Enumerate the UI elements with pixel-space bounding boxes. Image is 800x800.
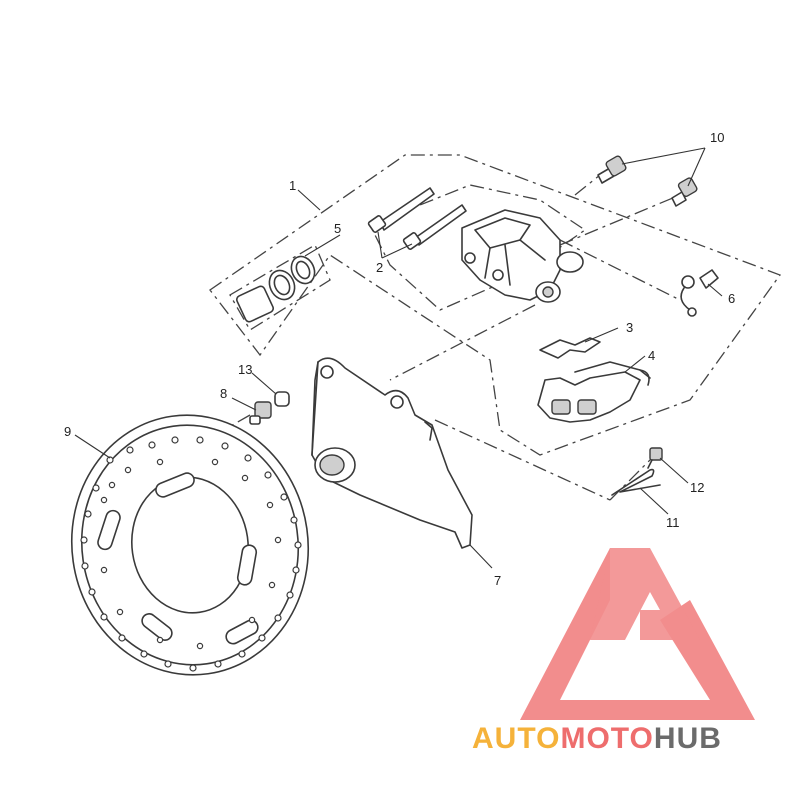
axis-line-1 [574,174,601,196]
bracket-bolt [249,401,272,425]
bracket-axle-hole [319,454,345,476]
clip-screw-head [649,447,663,461]
callout-13: 13 [238,362,252,377]
callout-9: 9 [64,424,71,439]
axis-line-6 [609,454,656,501]
pad-spring [539,337,601,359]
bleed-cap-strap [680,287,691,311]
callout-4: 4 [648,348,655,363]
caliper-body [461,209,584,303]
callout-8: 8 [220,386,227,401]
mount-bolt-upper-head [605,155,627,177]
caliper-detail [484,239,546,286]
brake-pad-friction-left [551,399,571,415]
disc-slot [97,509,121,551]
mount-bolt-lower [671,191,687,207]
seal-ring-2-inner [295,260,311,280]
mount-bolt-lower-head [677,177,698,198]
caliper-port [492,269,504,281]
callout-5: 5 [334,221,341,236]
slide-pin-long [379,187,435,231]
brake-pad-friction-right [577,399,597,415]
slide-pin-short [414,204,467,246]
axis-line-7 [559,239,681,301]
watermark-auto: AUTO [472,722,560,755]
retaining-pin [611,468,661,496]
callout-12: 12 [690,480,704,495]
brake-disc [70,414,310,676]
callout-3: 3 [626,320,633,335]
bracket-bolt-shank [249,415,261,425]
disc-slot [141,613,173,641]
assembly-boundaries [209,154,782,501]
bracket-plate [311,357,473,549]
mount-bolts [597,155,698,207]
seal-ring-1-inner [273,274,291,296]
caliper-port [464,252,476,264]
brake-pad-clip [639,369,650,386]
axis-line-2 [389,304,536,381]
svg-text:AUTOMOTOHUB: AUTOMOTOHUB [472,722,722,755]
axis-line-3 [559,194,681,246]
callout-2: 2 [376,260,383,275]
slide-pins [367,187,467,250]
caliper-piston-boss [556,251,584,273]
seal-kit [236,255,316,323]
callout-11: 11 [666,515,680,530]
bracket-edge [311,361,319,456]
brake-pad-rear [574,361,651,379]
caliper-top-face [474,217,531,249]
piston-sleeve [236,285,274,323]
callout-1: 1 [289,178,296,193]
bleed-cap-ring [687,307,697,317]
bushing [274,391,290,407]
bleed-cap [681,275,695,289]
watermark-hub: HUB [654,722,722,755]
disc-drill-holes [80,436,302,672]
axis-line-5 [434,419,611,501]
watermark-text: AUTOMOTOHUB [472,722,722,755]
logo-triangle-outer [520,548,755,720]
clip-screw [647,447,663,469]
caliper-bracket [311,357,473,549]
callout-6: 6 [728,291,735,306]
slide-pin-long-head [367,215,387,233]
logo-m-shape [590,548,700,640]
disc-slot [155,472,195,498]
leader-lines [74,147,723,569]
callout-7: 7 [494,573,501,588]
bleed-screw [699,269,719,289]
bracket-tab [424,421,433,441]
caliper-assembly-boundary [209,154,782,456]
bracket-hole-upper [320,365,334,379]
clip-screw-shaft [647,459,653,469]
seal-kit-boundary [229,244,331,331]
slide-pin-short-head [402,232,422,250]
brake-pads [537,361,651,423]
callout-10: 10 [710,130,724,145]
bleed-valve [680,269,719,317]
watermark-moto: MOTO [560,722,653,755]
bracket-hole-lower [390,395,404,409]
caliper-piston-hole [542,286,554,298]
disc-slot [236,544,258,586]
callout-labels: 1 2 3 4 5 6 7 8 9 10 11 12 13 [64,130,735,588]
watermark-logo [520,548,755,720]
disc-slot [225,619,259,645]
disc-inner-edge [80,424,300,666]
